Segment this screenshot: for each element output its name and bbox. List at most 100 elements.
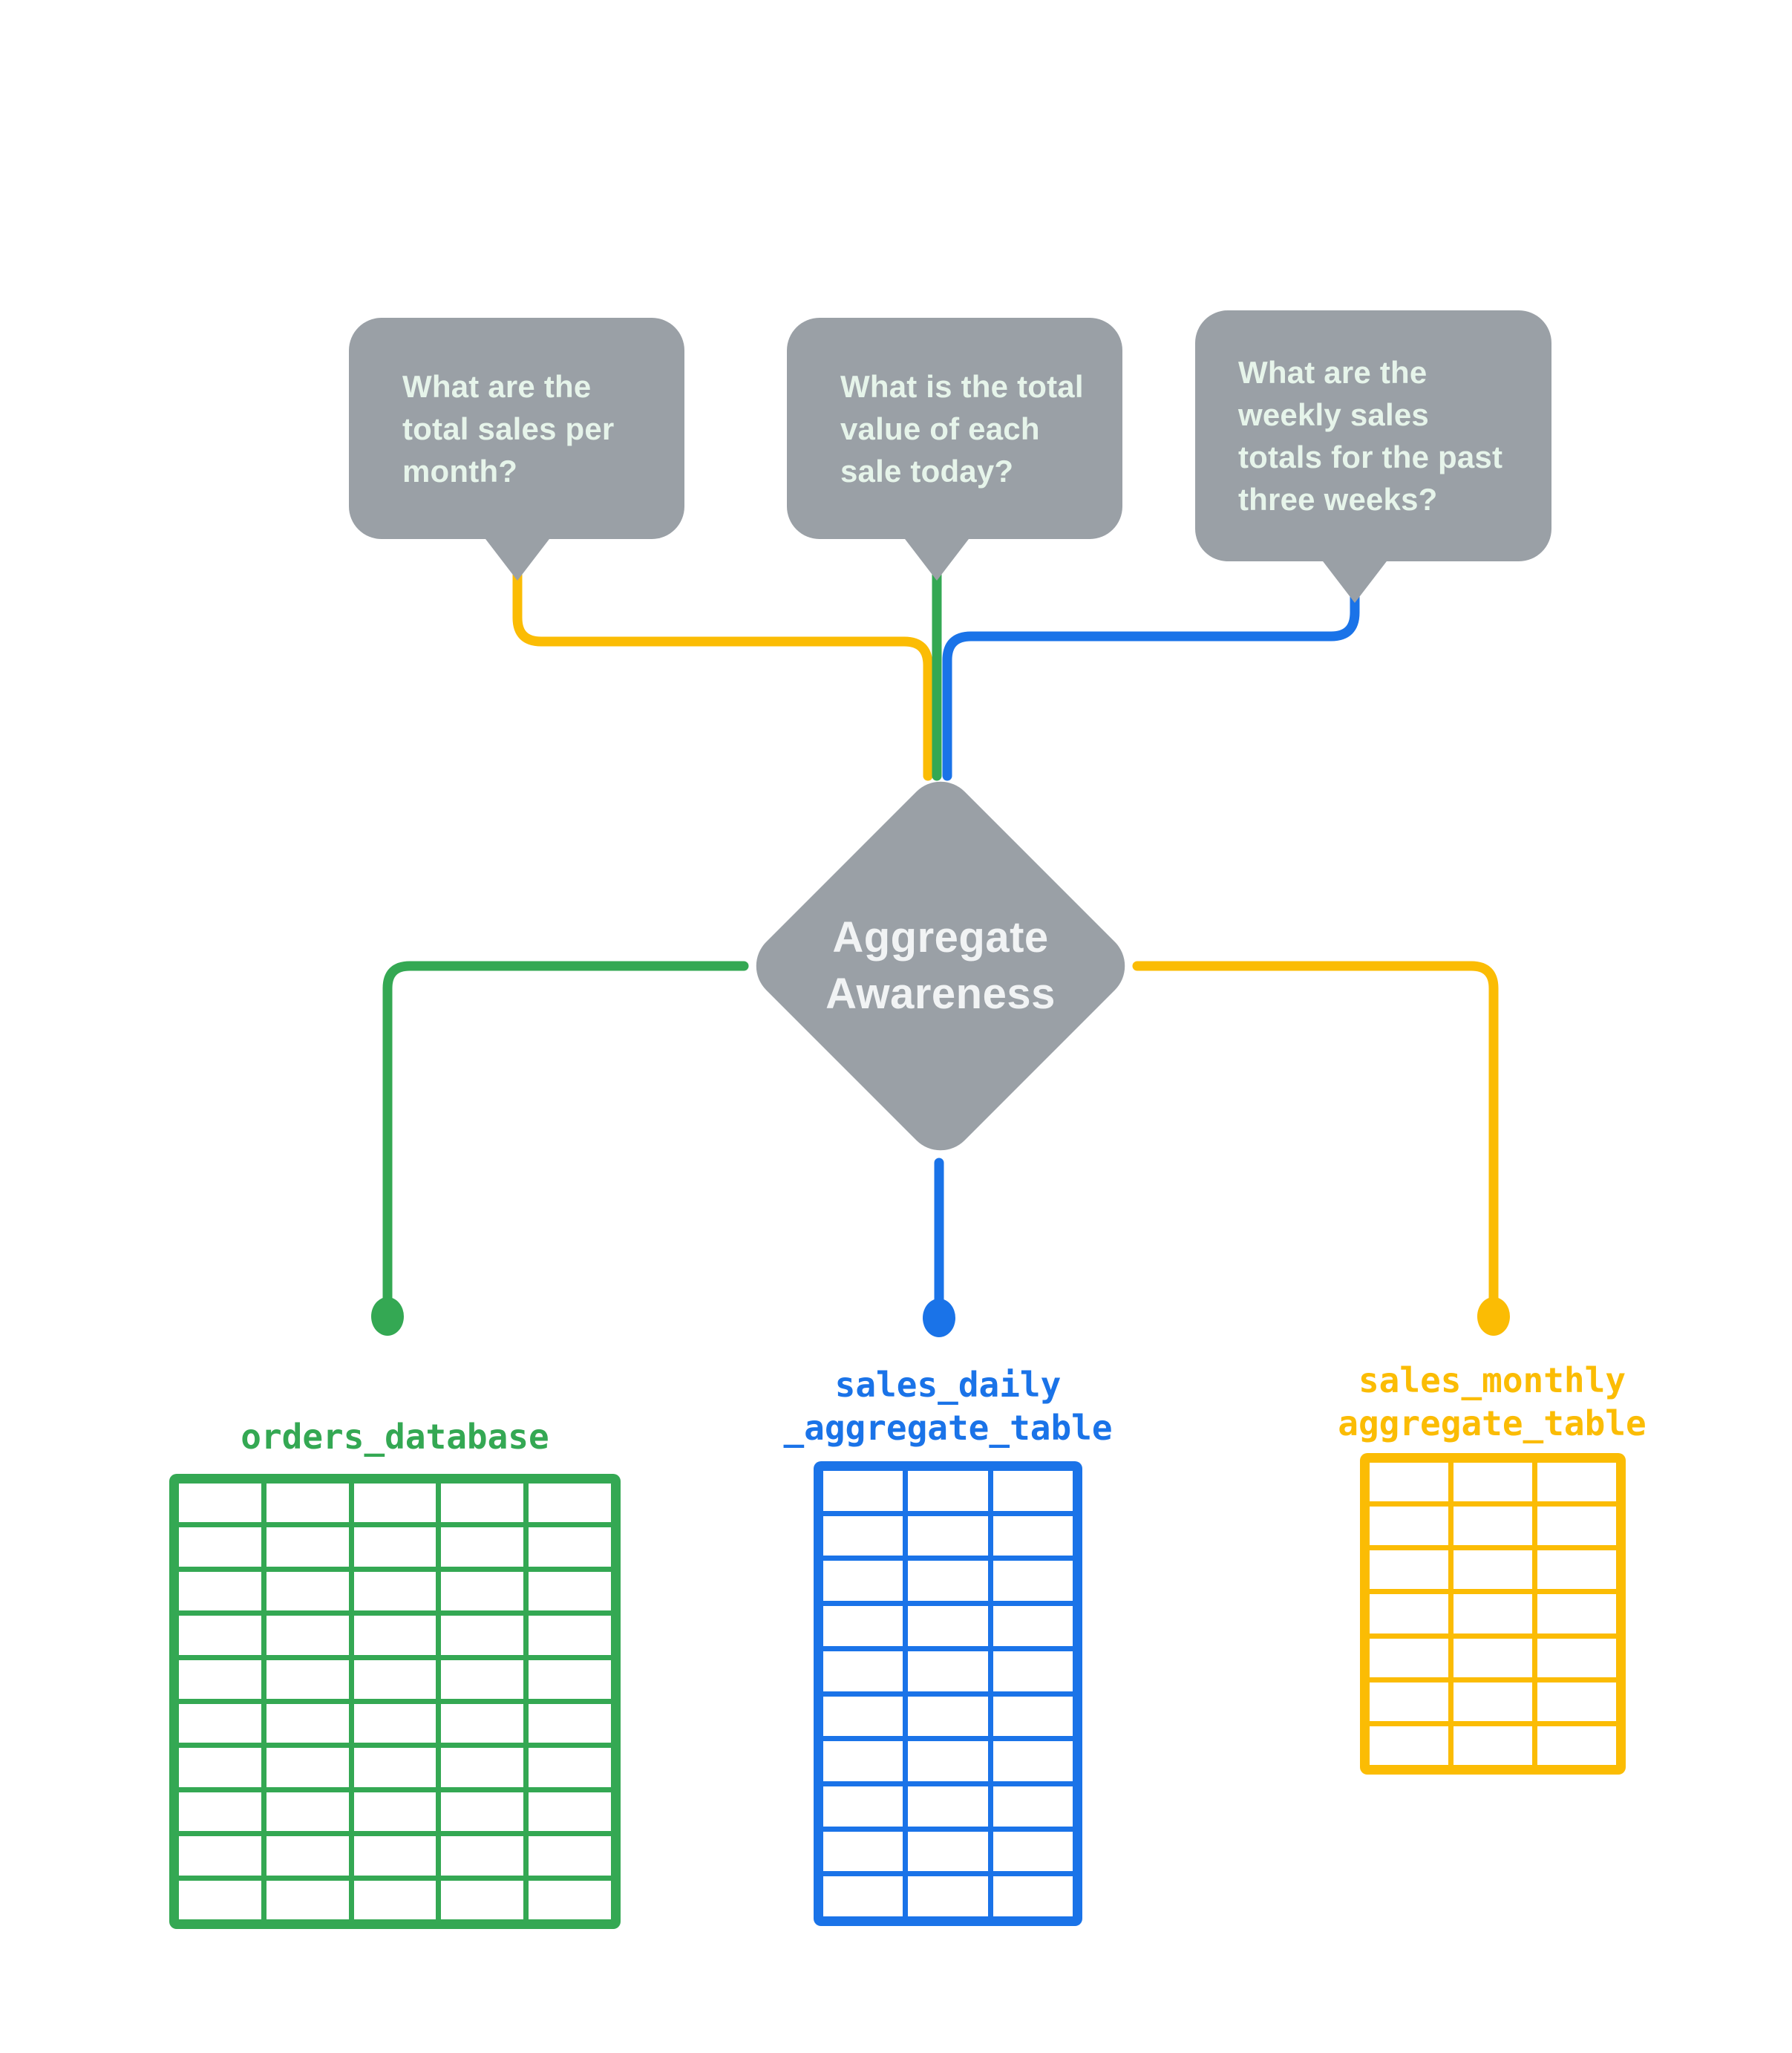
table-cell (993, 1651, 1073, 1691)
table-cell (823, 1606, 903, 1646)
table-cell (441, 1616, 524, 1655)
table-cell (1370, 1682, 1448, 1721)
table-cell (179, 1616, 261, 1655)
bubble-tail (903, 536, 971, 581)
table-cell (908, 1876, 988, 1916)
table-cell (179, 1880, 261, 1919)
table-cell (529, 1880, 611, 1919)
table-cell (266, 1792, 349, 1832)
table-cell (908, 1561, 988, 1602)
table-cell (1453, 1682, 1532, 1721)
table-cell (529, 1616, 611, 1655)
table-cell (529, 1571, 611, 1611)
table-cell (823, 1651, 903, 1691)
table-cell (1453, 1594, 1532, 1633)
table-label-line: sales_daily (834, 1365, 1062, 1405)
table-orders-database (169, 1474, 621, 1929)
table-cell (908, 1741, 988, 1781)
table-grid (1370, 1463, 1616, 1765)
table-cell (266, 1880, 349, 1919)
table-cell (1453, 1507, 1532, 1546)
table-label-line: sales_monthly (1358, 1360, 1626, 1400)
table-cell (266, 1571, 349, 1611)
table-cell (993, 1471, 1073, 1511)
table-cell (1370, 1638, 1448, 1677)
bubble-tail (1321, 558, 1389, 603)
table-grid (179, 1484, 611, 1919)
table-cell (441, 1527, 524, 1567)
table-cell (179, 1527, 261, 1567)
table-cell (1370, 1726, 1448, 1765)
table-sales-daily-aggregate (814, 1461, 1082, 1926)
table-cell (823, 1786, 903, 1827)
table-label-line: _aggregate_table (783, 1408, 1113, 1448)
table-cell (179, 1704, 261, 1743)
table-cell (1370, 1550, 1448, 1590)
table-cell (179, 1659, 261, 1699)
table-cell (823, 1561, 903, 1602)
diamond-label: Aggregate Awareness (792, 910, 1089, 1022)
table-cell (1537, 1550, 1616, 1590)
table-cell (908, 1471, 988, 1511)
table-cell (1370, 1507, 1448, 1546)
table-cell (353, 1527, 436, 1567)
table-cell (441, 1836, 524, 1876)
table-cell (823, 1471, 903, 1511)
table-cell (441, 1571, 524, 1611)
table-cell (266, 1836, 349, 1876)
table-cell (353, 1704, 436, 1743)
table-cell (179, 1484, 261, 1523)
table-cell (353, 1571, 436, 1611)
connector-yellow-right (1132, 961, 1499, 1305)
bubble-text: What are the weekly sales totals for the… (1238, 355, 1503, 517)
connector-yellow-top (512, 565, 933, 781)
table-cell (441, 1659, 524, 1699)
connector-green-left (382, 961, 749, 1305)
table-cell (908, 1831, 988, 1872)
table-label-orders-database: orders_database (169, 1415, 621, 1458)
table-cell (993, 1876, 1073, 1916)
table-cell (1537, 1726, 1616, 1765)
bubble-text: What is the total value of each sale tod… (840, 368, 1084, 489)
table-cell (908, 1606, 988, 1646)
table-cell (353, 1659, 436, 1699)
diamond-label-line1: Aggregate (832, 913, 1049, 962)
table-cell (908, 1696, 988, 1737)
bubble-text: What are the total sales per month? (402, 368, 615, 489)
table-label-sales-daily-aggregate: sales_daily _aggregate_table (770, 1363, 1126, 1449)
table-cell (441, 1484, 524, 1523)
table-cell (179, 1836, 261, 1876)
table-cell (441, 1880, 524, 1919)
blue-endpoint-dot (923, 1299, 955, 1337)
table-cell (823, 1741, 903, 1781)
table-cell (529, 1792, 611, 1832)
table-cell (908, 1515, 988, 1556)
table-label-line: orders_database (241, 1417, 549, 1457)
table-cell (993, 1606, 1073, 1646)
table-cell (353, 1792, 436, 1832)
table-cell (353, 1484, 436, 1523)
table-cell (1537, 1682, 1616, 1721)
table-cell (1537, 1594, 1616, 1633)
table-cell (441, 1704, 524, 1743)
table-cell (353, 1880, 436, 1919)
table-cell (266, 1616, 349, 1655)
table-cell (529, 1484, 611, 1523)
table-sales-monthly-aggregate (1360, 1453, 1626, 1775)
yellow-endpoint-dot (1477, 1297, 1510, 1336)
table-cell (529, 1704, 611, 1743)
table-cell (823, 1876, 903, 1916)
speech-bubble-weekly-sales-totals: What are the weekly sales totals for the… (1195, 310, 1551, 561)
table-cell (823, 1696, 903, 1737)
table-cell (1537, 1463, 1616, 1502)
table-cell (266, 1484, 349, 1523)
table-cell (1370, 1594, 1448, 1633)
table-cell (1453, 1638, 1532, 1677)
table-cell (266, 1704, 349, 1743)
table-cell (993, 1561, 1073, 1602)
table-label-line: aggregate_table (1338, 1403, 1647, 1443)
table-cell (908, 1651, 988, 1691)
table-cell (529, 1836, 611, 1876)
